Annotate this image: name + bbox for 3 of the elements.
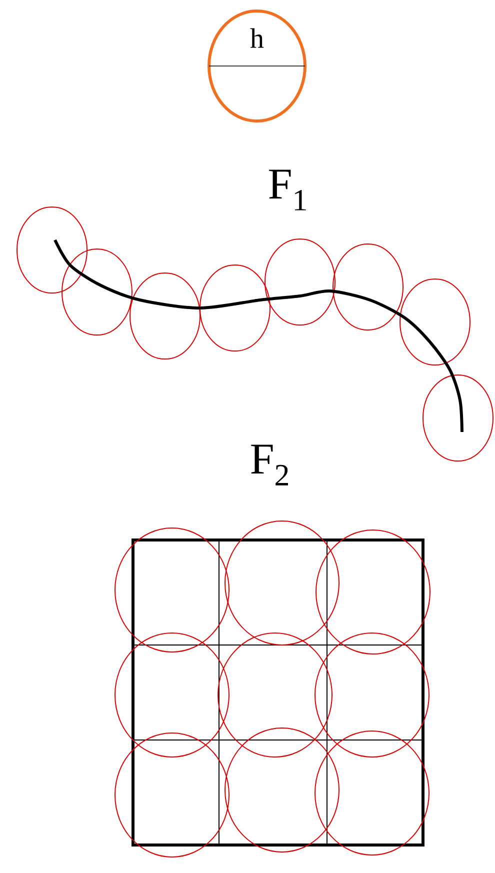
label: h: [250, 28, 264, 48]
label: F$_{1}$: [269, 170, 306, 210]
label: F$_{2}$: [251, 444, 288, 486]
